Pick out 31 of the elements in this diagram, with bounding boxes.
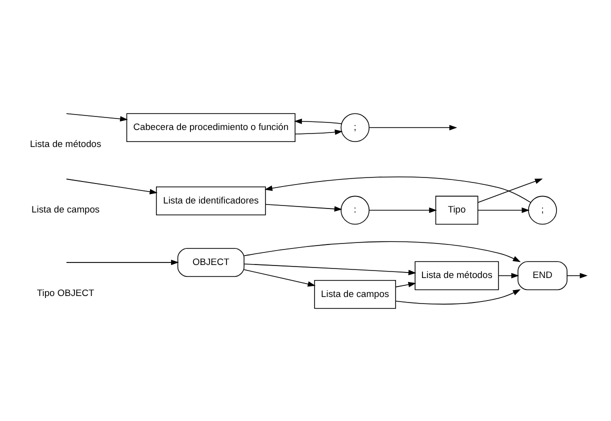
arrow bbox=[265, 204, 342, 212]
arrow bbox=[244, 268, 316, 286]
label: Lista de métodos bbox=[30, 138, 102, 149]
arrow bbox=[368, 124, 458, 130]
label: Lista de campos bbox=[32, 204, 100, 214]
node-box: END bbox=[518, 260, 568, 290]
arrow bbox=[66, 112, 128, 122]
node-circle: ; bbox=[528, 195, 557, 224]
node-circle: ; bbox=[340, 112, 370, 142]
node-box: OBJECT bbox=[177, 248, 244, 276]
arrow bbox=[294, 118, 342, 124]
arrow bbox=[66, 178, 158, 194]
node-box: Lista de identificadores bbox=[156, 186, 266, 215]
arrow bbox=[478, 207, 530, 212]
arrow bbox=[66, 259, 179, 265]
arrow bbox=[566, 272, 588, 278]
node-circle: : bbox=[340, 195, 370, 224]
arrow bbox=[244, 240, 521, 262]
arrow bbox=[498, 272, 520, 278]
node-box: Tipo bbox=[435, 195, 478, 224]
arrow bbox=[395, 288, 521, 304]
arrow bbox=[264, 176, 531, 202]
arrow bbox=[244, 263, 416, 275]
arrow bbox=[395, 281, 416, 287]
arrow bbox=[294, 128, 343, 134]
arrow bbox=[478, 178, 543, 202]
label: Tipo OBJECT bbox=[36, 288, 94, 298]
arrow bbox=[368, 207, 437, 212]
node-box: Cabecera de procedimiento o función bbox=[126, 112, 296, 142]
node-box: Lista de campos bbox=[314, 279, 396, 308]
node-box: Lista de métodos bbox=[414, 260, 499, 290]
